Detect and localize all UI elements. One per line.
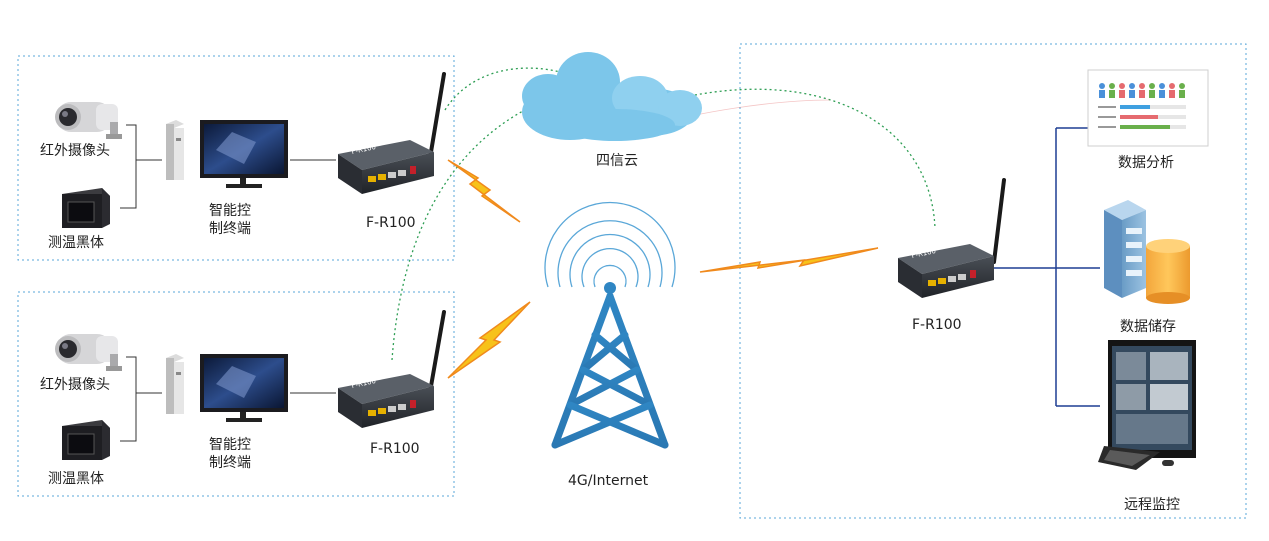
- signal-waves-icon: [544, 201, 676, 288]
- camera-label: 红外摄像头: [40, 377, 110, 393]
- terminal-label-line1: 智能控: [209, 437, 251, 453]
- terminal-label-line2: 制终端: [209, 455, 251, 471]
- control-terminal-icon: [166, 354, 288, 422]
- terminal-label: 智能控 制终端: [200, 202, 260, 238]
- lightning-top-icon: [447, 159, 521, 223]
- blackbody-label: 测温黑体: [48, 471, 104, 487]
- link-bottom-router-cloud: [391, 95, 556, 361]
- left-top-devices: [55, 72, 446, 229]
- terminal-label: 智能控 制终端: [200, 436, 260, 472]
- camera-label: 红外摄像头: [40, 143, 110, 159]
- router-label: F-R100: [912, 317, 962, 333]
- infrared-camera-icon: [55, 334, 122, 371]
- analysis-label: 数据分析: [1118, 155, 1174, 171]
- cloud-icon: [522, 52, 702, 141]
- control-terminal-icon: [166, 120, 288, 188]
- blackbody-icon: [61, 187, 111, 229]
- router-icon: [898, 244, 994, 298]
- storage-label: 数据储存: [1120, 319, 1176, 335]
- remote-monitor-icon: [1098, 340, 1196, 470]
- router-label: F-R100: [366, 215, 416, 231]
- data-storage-icon: [1104, 200, 1190, 304]
- tower-label: 4G/Internet: [568, 473, 649, 489]
- terminal-label-line2: 制终端: [209, 221, 251, 237]
- data-analysis-icon: [1087, 69, 1209, 147]
- router-label: F-R100: [370, 441, 420, 457]
- terminal-label-line1: 智能控: [209, 203, 251, 219]
- right-devices: [898, 69, 1209, 470]
- router-icon: [338, 374, 434, 428]
- tower-icon: [551, 282, 669, 449]
- antenna-icon: [992, 178, 1006, 264]
- lightning-bottom-icon: [447, 301, 531, 379]
- infrared-camera-icon: [55, 102, 122, 139]
- monitor-label: 远程监控: [1124, 497, 1180, 513]
- blackbody-label: 测温黑体: [48, 235, 104, 251]
- blackbody-icon: [61, 419, 111, 461]
- link-cloud-right-router: [689, 88, 936, 229]
- lightning-right-icon: [699, 247, 879, 273]
- antenna-icon: [428, 310, 446, 394]
- cloud-label: 四信云: [596, 153, 638, 169]
- router-icon: [338, 140, 434, 194]
- antenna-icon: [428, 72, 446, 160]
- left-bottom-devices: [55, 310, 446, 461]
- link-top-router-cloud: [444, 67, 561, 111]
